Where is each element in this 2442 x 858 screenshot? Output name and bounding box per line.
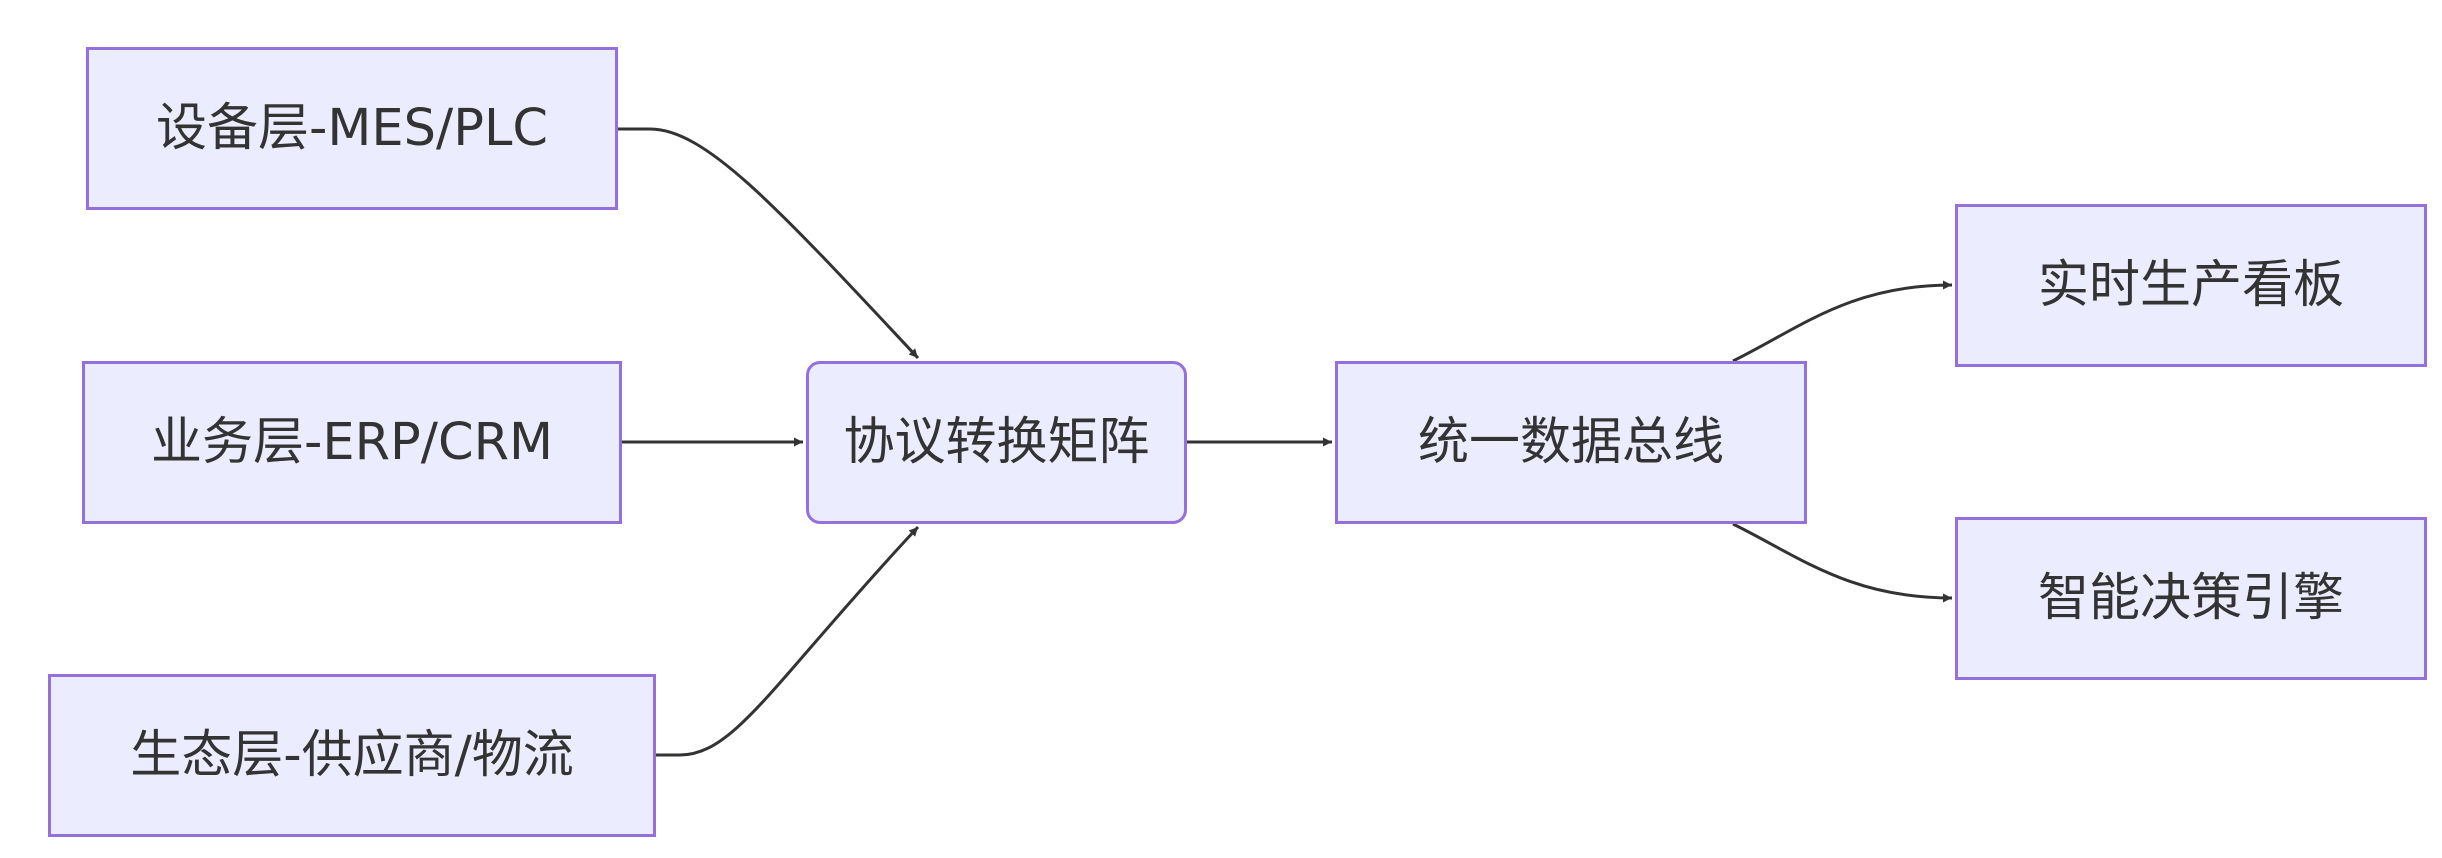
node-label: 智能决策引擎 xyxy=(2037,569,2344,628)
node-unified-data-bus: 统一数据总线 xyxy=(1335,361,1807,524)
edge-bus-to-dashboard xyxy=(1732,280,1953,363)
edge-device-to-protocol xyxy=(618,127,920,360)
node-label: 统一数据总线 xyxy=(1417,413,1724,472)
node-protocol-matrix: 协议转换矩阵 xyxy=(806,361,1187,524)
node-business-layer: 业务层-ERP/CRM xyxy=(82,361,622,524)
node-label: 业务层-ERP/CRM xyxy=(150,413,554,472)
node-label: 设备层-MES/PLC xyxy=(156,99,548,158)
node-device-layer: 设备层-MES/PLC xyxy=(86,47,618,210)
edge-ecosystem-to-protocol xyxy=(656,525,920,757)
node-label: 实时生产看板 xyxy=(2037,256,2344,315)
node-decision-engine: 智能决策引擎 xyxy=(1955,517,2427,680)
node-label: 生态层-供应商/物流 xyxy=(130,726,574,785)
edge-bus-to-decision xyxy=(1732,522,1953,603)
node-label: 协议转换矩阵 xyxy=(843,413,1150,472)
node-ecosystem-layer: 生态层-供应商/物流 xyxy=(48,674,656,837)
node-realtime-dashboard: 实时生产看板 xyxy=(1955,204,2427,367)
